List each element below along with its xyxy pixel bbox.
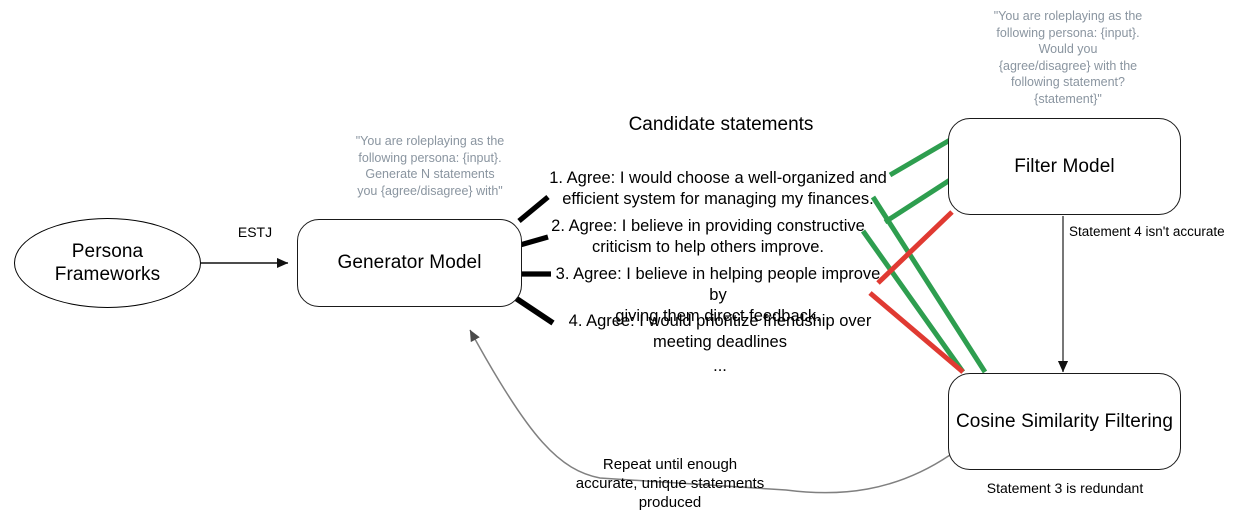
spoke-statement-2 <box>519 234 549 248</box>
node-persona-frameworks[interactable]: Persona Frameworks <box>14 218 201 308</box>
candidate-statement-3: 3. Agree: I believe in helping people im… <box>555 265 881 326</box>
candidate-statement-1: 1. Agree: I would choose a well-organize… <box>549 169 887 209</box>
candidate-statement-2: 2. Agree: I believe in providing constru… <box>551 217 865 257</box>
line-statement-2-to-filter <box>883 177 952 225</box>
prompt-filter-model: "You are roleplaying as the following pe… <box>993 9 1143 106</box>
node-generator-model[interactable]: Generator Model <box>297 219 522 307</box>
spoke-statement-1 <box>517 194 550 224</box>
node-generator-model-label: Generator Model <box>337 252 482 274</box>
edge-label-estj: ESTJ <box>237 224 273 240</box>
edge-label-statement-not-accurate: Statement 4 isn't accurate <box>1069 224 1225 239</box>
node-filter-model-label: Filter Model <box>1014 155 1115 177</box>
line-statement-3-to-filter <box>876 210 954 285</box>
candidate-statement-4: 4. Agree: I would prioritize friendship … <box>568 312 872 352</box>
candidate-statements-heading: Candidate statements <box>628 114 814 135</box>
edge-label-repeat-loop: Repeat until enough accurate, unique sta… <box>575 456 765 512</box>
node-persona-frameworks-label: Persona Frameworks <box>54 240 161 285</box>
line-statement-1-to-filter <box>888 137 952 178</box>
line-statement-3-reject-path <box>878 283 948 373</box>
line-reject-filter-to-cosine <box>950 212 952 215</box>
node-cosine-similarity-filtering[interactable]: Cosine Similarity Filtering <box>948 373 1181 470</box>
node-cosine-similarity-filtering-label: Cosine Similarity Filtering <box>955 410 1174 432</box>
prompt-generator-model: "You are roleplaying as the following pe… <box>355 134 505 198</box>
caption-statement-redundant: Statement 3 is redundant <box>986 480 1144 496</box>
candidate-statements-ellipsis: ... <box>713 357 727 375</box>
line-statement-reject-long <box>952 212 955 373</box>
node-filter-model[interactable]: Filter Model <box>948 118 1181 215</box>
line-statement-1-to-cosine <box>870 195 988 374</box>
